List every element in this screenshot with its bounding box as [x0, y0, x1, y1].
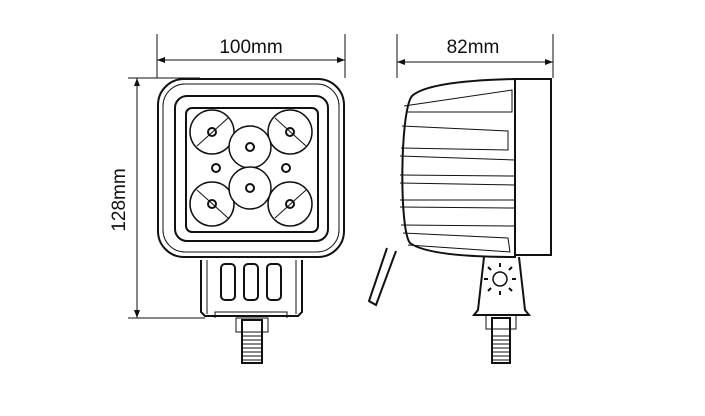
mounting-bolt [235, 317, 269, 364]
front-view [157, 78, 345, 364]
side-bolt [485, 314, 517, 364]
mounting-bracket [200, 260, 303, 318]
side-view [367, 77, 552, 364]
cooling-fins [399, 89, 516, 253]
depth-dimension: 82mm [396, 34, 554, 78]
height-label: 128mm [109, 168, 130, 231]
depth-label: 82mm [447, 37, 500, 58]
power-cable [367, 247, 397, 307]
width-label: 100mm [219, 37, 282, 58]
side-bracket [471, 256, 532, 316]
height-dimension: 128mm [109, 77, 205, 319]
width-dimension: 100mm [156, 34, 346, 78]
led-lens-group [189, 109, 313, 227]
